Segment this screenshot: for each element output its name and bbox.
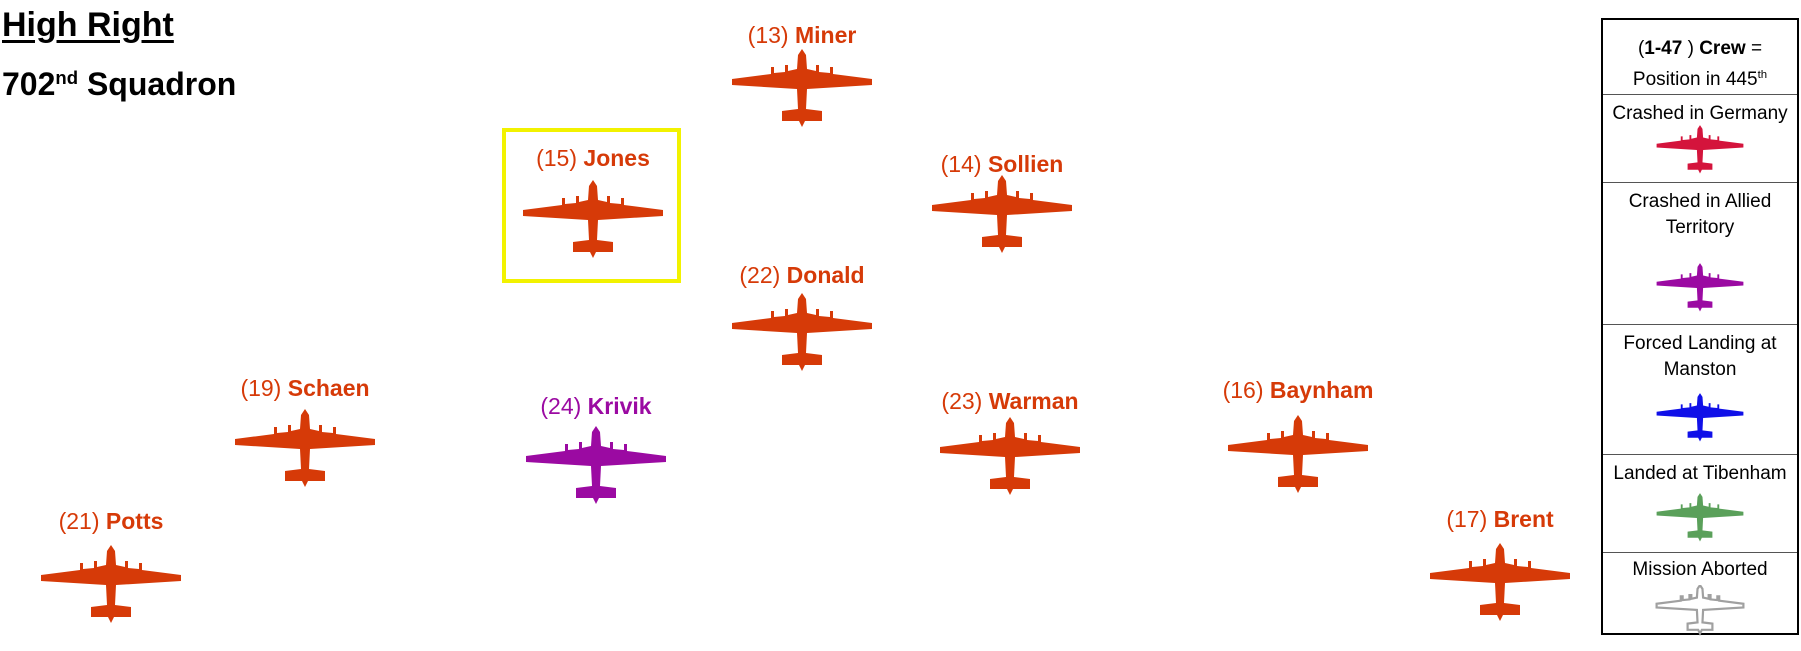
crew-name: Jones <box>583 145 650 171</box>
crew-name: Baynham <box>1269 377 1374 403</box>
legend-item: Forced Landing at Manston <box>1603 325 1797 455</box>
legend-key-line2: Position in 445th <box>1632 68 1768 90</box>
crew-name: Miner <box>794 22 857 48</box>
plane-icon <box>1656 125 1744 174</box>
aircraft-icon-warman <box>940 417 1080 495</box>
aircraft-label-krivik: (24) Krivik <box>540 393 651 420</box>
aircraft-icon-krivik <box>526 426 666 504</box>
legend-plane-icon <box>1656 393 1744 442</box>
aircraft-icon-potts <box>41 545 181 623</box>
crew-position-number: (21) <box>58 508 106 534</box>
legend-item: Crashed in Allied Territory <box>1603 183 1797 325</box>
aircraft-icon-baynham <box>1228 415 1368 493</box>
squadron-title: 702nd Squadron <box>2 66 236 103</box>
crew-position-number: (17) <box>1446 506 1494 532</box>
crew-name: Donald <box>786 262 865 288</box>
legend-item-label: Mission Aborted <box>1632 559 1768 580</box>
aircraft-icon-brent <box>1430 543 1570 621</box>
plane-icon <box>1656 393 1744 442</box>
aircraft-label-potts: (21) Potts <box>59 508 164 535</box>
legend-plane-icon <box>1656 125 1744 174</box>
crew-name: Schaen <box>287 375 370 401</box>
crew-name: Krivik <box>587 393 652 419</box>
legend-panel: (1-47 ) Crew = Position in 445th Crashed… <box>1601 18 1799 637</box>
aircraft-label-sollien: (14) Sollien <box>941 151 1064 178</box>
legend-item-label: Crashed in Germany <box>1612 103 1788 124</box>
legend-item-label: Crashed in Allied Territory <box>1628 191 1772 238</box>
crew-name: Sollien <box>987 151 1064 177</box>
crew-name: Warman <box>988 388 1079 414</box>
plane-icon <box>1656 493 1744 542</box>
legend-plane-icon <box>1655 585 1745 636</box>
crew-position-number: (22) <box>739 262 787 288</box>
legend-item: Landed at Tibenham <box>1603 455 1797 553</box>
crew-position-number: (14) <box>940 151 988 177</box>
crew-position-number: (23) <box>941 388 989 414</box>
aircraft-icon-sollien <box>932 175 1072 253</box>
aircraft-icon-schaen <box>235 409 375 487</box>
legend-item-label: Landed at Tibenham <box>1613 463 1787 484</box>
squadron-number: 702 <box>2 66 56 102</box>
legend-item-label: Forced Landing at Manston <box>1623 333 1777 380</box>
aircraft-icon-donald <box>732 293 872 371</box>
legend-key: (1-47 ) Crew = Position in 445th <box>1603 20 1797 95</box>
legend-plane-icon <box>1656 493 1744 542</box>
plane-icon <box>1656 263 1744 312</box>
crew-name: Brent <box>1493 506 1554 532</box>
squadron-label: Squadron <box>78 66 237 102</box>
highlight-box <box>502 128 681 283</box>
legend-item: Mission Aborted <box>1603 553 1797 637</box>
crew-position-number: (16) <box>1222 377 1270 403</box>
legend-item: Crashed in Germany <box>1603 95 1797 183</box>
crew-position-number: (13) <box>747 22 795 48</box>
aircraft-icon-jones <box>523 180 663 258</box>
crew-position-number: (19) <box>240 375 288 401</box>
formation-diagram <box>41 49 1570 623</box>
diagram-title: High Right <box>2 6 174 44</box>
crew-name: Potts <box>105 508 164 534</box>
aircraft-label-donald: (22) Donald <box>739 262 864 289</box>
crew-position-number: (15) <box>536 145 584 171</box>
plane-icon <box>1655 585 1745 636</box>
aircraft-icon-miner <box>732 49 872 127</box>
legend-plane-icon <box>1656 263 1744 312</box>
squadron-number-suffix: nd <box>55 66 79 88</box>
aircraft-label-schaen: (19) Schaen <box>240 375 369 402</box>
aircraft-label-warman: (23) Warman <box>941 388 1078 415</box>
aircraft-label-baynham: (16) Baynham <box>1223 377 1374 404</box>
aircraft-label-brent: (17) Brent <box>1446 506 1553 533</box>
crew-position-number: (24) <box>540 393 588 419</box>
aircraft-label-jones: (15) Jones <box>536 145 650 172</box>
aircraft-label-miner: (13) Miner <box>748 22 857 49</box>
legend-key-line1: (1-47 ) Crew = <box>1637 38 1763 59</box>
